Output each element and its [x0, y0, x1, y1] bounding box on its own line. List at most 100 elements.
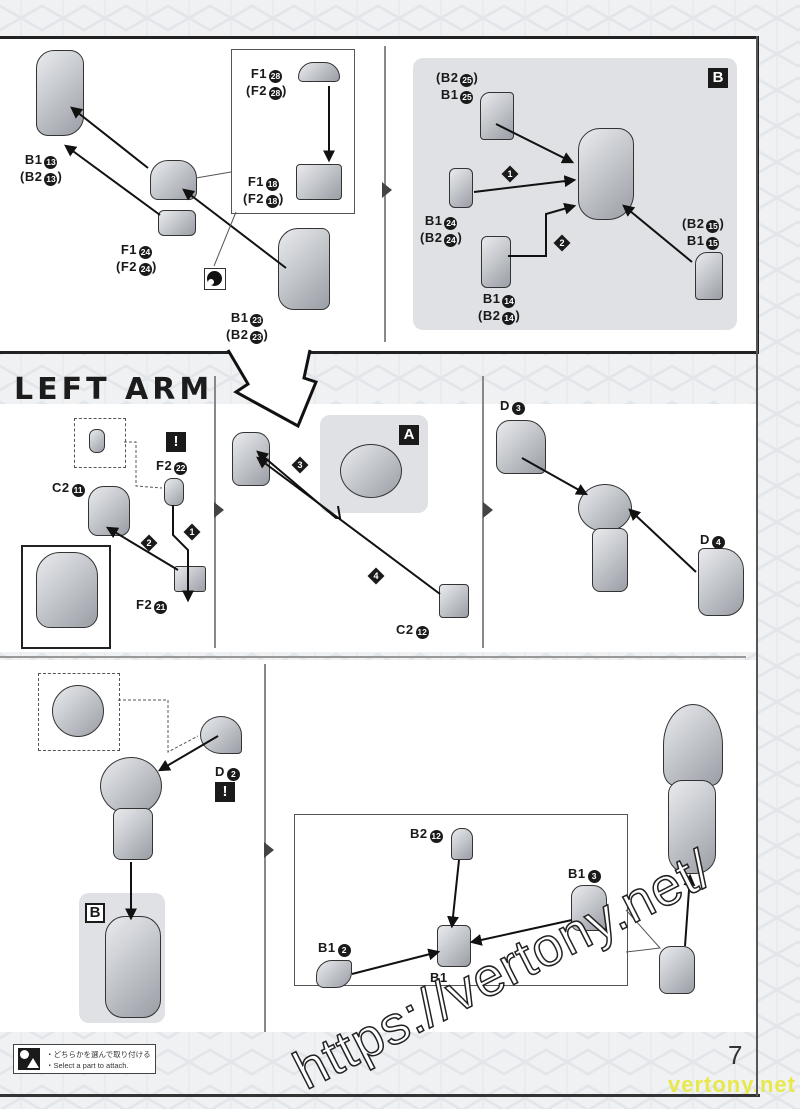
next-step-arrow-icon — [214, 502, 224, 518]
alt-part-name: (B2 — [478, 308, 501, 323]
arrow — [473, 175, 577, 193]
part-number: 24 — [444, 217, 458, 230]
badge-b: B — [708, 68, 728, 88]
part-number: 4 — [711, 536, 725, 549]
part-number: 13 — [44, 156, 58, 169]
part-name: B1 — [230, 310, 249, 325]
select-one-of-parts-icon — [204, 268, 226, 290]
paren: ) — [279, 191, 284, 206]
arrow — [70, 106, 149, 169]
arrow — [256, 456, 441, 595]
part-f1-18 — [296, 164, 342, 200]
part-hand-assembled — [659, 946, 695, 994]
part-arm-complete-lower — [668, 780, 716, 874]
legend-text-en: ・Select a part to attach. — [46, 1061, 129, 1070]
arrow — [469, 919, 573, 946]
part-number: 2 — [226, 768, 240, 781]
part-number: 28 — [269, 70, 282, 83]
part-name: B1 — [318, 940, 336, 955]
part-number: 3 — [511, 402, 525, 415]
alt-part-number: 15 — [706, 220, 720, 233]
alt-part-number: 14 — [502, 312, 516, 325]
arrow — [256, 450, 342, 519]
part-d-2-detail — [52, 685, 104, 737]
alt-part-number: 23 — [250, 331, 264, 344]
part-elbow-with-cap — [100, 757, 162, 815]
alt-part-name: (F2 — [246, 83, 267, 98]
part-f2-22-detail — [89, 429, 105, 453]
alt-part-name: (F2 — [243, 191, 264, 206]
part-name: B1 — [568, 866, 586, 881]
icon-dot — [20, 1050, 29, 1059]
label-b1-obscured: B1 — [430, 970, 448, 985]
paren: ) — [152, 259, 157, 274]
part-name: F1 — [247, 174, 264, 189]
part-forearm-core — [592, 528, 628, 592]
page-number: 7 — [728, 1040, 743, 1070]
alt-part-number: 24 — [139, 263, 152, 276]
part-b1-23 — [278, 228, 330, 310]
part-b1-2 — [316, 960, 352, 988]
dashed-leader — [124, 441, 163, 489]
callout-leader — [625, 909, 662, 953]
paren: ) — [719, 216, 725, 231]
part-name: F2 — [136, 597, 153, 612]
part-number: 12 — [429, 830, 443, 843]
divider — [0, 656, 746, 658]
badge-a: A — [399, 425, 419, 445]
icon-dot-small — [208, 279, 214, 285]
alt-part-name: (B2 — [420, 230, 443, 245]
alt-part-number: 24 — [444, 234, 458, 247]
icon-triangle — [27, 1058, 39, 1068]
arrow — [172, 505, 194, 603]
part-number: 12 — [415, 626, 429, 639]
part-d-4 — [698, 548, 744, 616]
part-name: D — [215, 764, 225, 779]
paren: ) — [263, 327, 269, 342]
alt-part-name: (B2 — [436, 70, 459, 85]
part-number: 11 — [71, 484, 85, 497]
part-forearm — [113, 808, 153, 860]
select-one-of-parts-icon — [18, 1048, 40, 1070]
paren: ) — [57, 169, 63, 184]
warning-icon: ! — [215, 782, 235, 802]
part-name: F2 — [156, 458, 173, 473]
paren: ) — [473, 70, 479, 85]
part-number: 3 — [587, 870, 601, 883]
part-name: F1 — [120, 242, 137, 257]
arrow — [351, 948, 441, 975]
part-number: 22 — [174, 462, 188, 475]
part-number: 15 — [706, 237, 720, 250]
dashed-leader — [118, 699, 199, 753]
callout-leader — [195, 171, 232, 179]
paren: ) — [515, 308, 521, 323]
part-name: C2 — [52, 480, 70, 495]
part-name: B1 — [440, 87, 459, 102]
arrow — [622, 204, 693, 263]
part-b1-14 — [481, 236, 511, 288]
alt-part-name: (B2 — [682, 216, 705, 231]
alt-part-name: (B2 — [20, 169, 43, 184]
arrow — [495, 123, 575, 164]
part-name: B1 — [482, 291, 501, 306]
part-name: D — [500, 398, 510, 413]
part-name: C2 — [396, 622, 414, 637]
part-d-2 — [200, 716, 242, 754]
part-number: 24 — [139, 246, 152, 259]
alt-part-number: 13 — [44, 173, 58, 186]
callout-leader — [213, 211, 237, 267]
